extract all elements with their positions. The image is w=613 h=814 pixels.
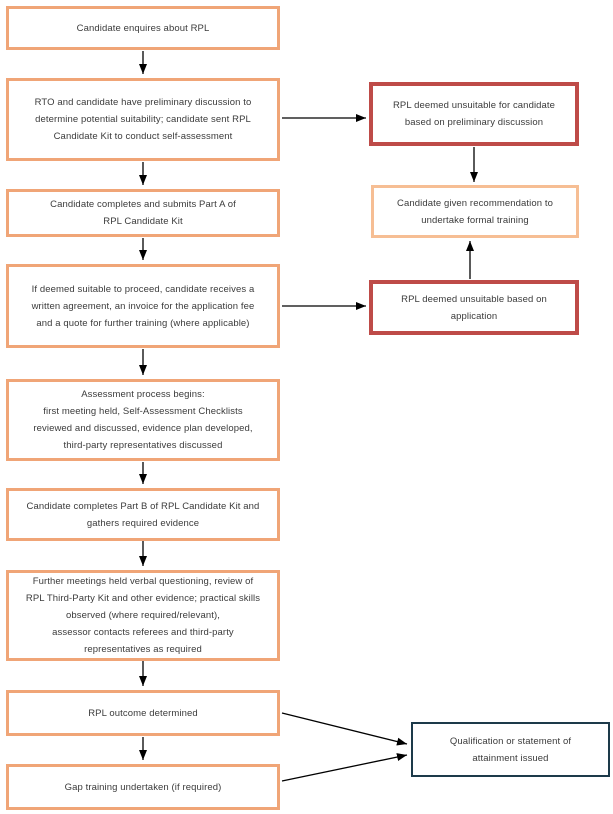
node-qualification-issued: Qualification or statement of attainment… [411,722,610,777]
arrow-outcome-to-qualification [281,712,408,746]
node-candidate-enquires: Candidate enquires about RPL [6,6,280,50]
node-agreement-invoice: If deemed suitable to proceed, candidate… [6,264,280,348]
node-preliminary-discussion: RTO and candidate have preliminary discu… [6,78,280,161]
node-unsuitable-application: RPL deemed unsuitable based on applicati… [369,280,579,335]
node-gap-training: Gap training undertaken (if required) [6,764,280,810]
node-outcome-determined: RPL outcome determined [6,690,280,736]
node-further-meetings: Further meetings held verbal questioning… [6,570,280,661]
node-submit-part-a: Candidate completes and submits Part A o… [6,189,280,237]
arrow-gap-training-to-qualification [281,753,408,782]
node-assessment-begins: Assessment process begins: first meeting… [6,379,280,461]
node-unsuitable-preliminary: RPL deemed unsuitable for candidate base… [369,82,579,146]
node-part-b-evidence: Candidate completes Part B of RPL Candid… [6,488,280,541]
node-recommend-formal-training: Candidate given recommendation to undert… [371,185,579,238]
